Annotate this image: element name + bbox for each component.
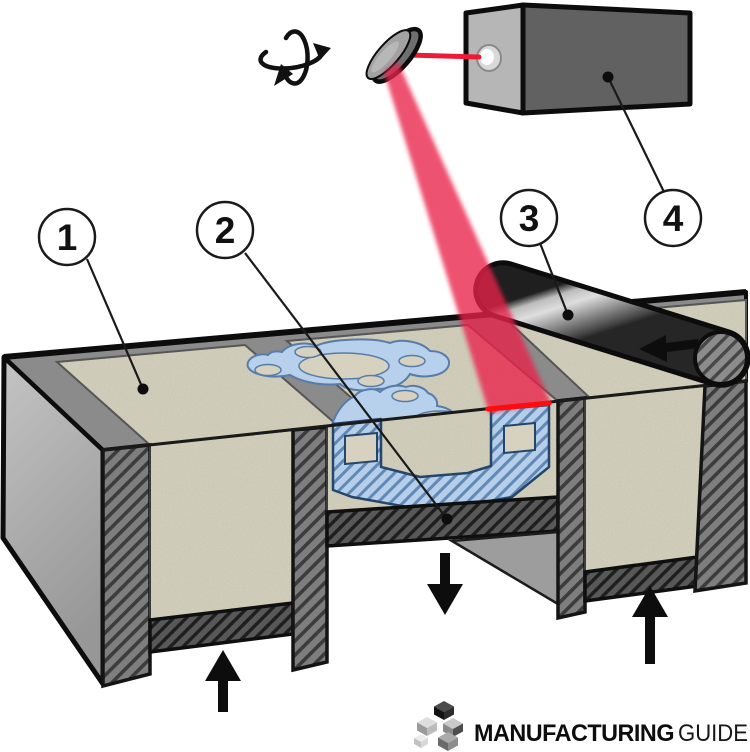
callout-number-1: 1: [57, 217, 78, 258]
callout-number-3: 3: [519, 198, 540, 239]
callout-number-4: 4: [663, 198, 684, 239]
leader-line-3: [538, 242, 570, 316]
callout-circle-1: [37, 207, 97, 267]
powder-cross-section: [584, 384, 706, 574]
powder-supply-bed-left: [101, 425, 329, 689]
callout-circle-4: [643, 188, 703, 248]
leader-dot-4: [602, 71, 614, 83]
brand-wordmark: MANUFACTURING GUIDE: [474, 720, 748, 747]
laser-aperture-lens: [480, 49, 494, 65]
wall-cross-section: [101, 443, 152, 689]
leader-line-4: [607, 76, 665, 193]
leader-dot-1: [137, 383, 149, 395]
part-pocket: [503, 421, 536, 455]
wall-cross-section: [693, 379, 748, 594]
laser-beam-horizontal: [405, 52, 482, 60]
laser-beam-cone: [384, 62, 551, 413]
sintered-layer-top-view: [246, 338, 554, 433]
callouts: 1 2 3 4: [37, 71, 703, 525]
left-piston-up-arrow-icon: [205, 650, 241, 712]
callout-circle-3: [499, 188, 559, 248]
sinter-line: [485, 400, 552, 412]
powder-cross-section: [149, 428, 294, 622]
deck-front-edge: [102, 379, 747, 452]
right-piston-up-arrow-icon: [632, 586, 668, 664]
callout-number-2: 2: [215, 210, 236, 251]
rotation-axis-icon: [258, 29, 331, 86]
wall-cross-section: [556, 396, 587, 621]
brand-word-primary: MANUFACTURING: [474, 720, 674, 747]
wall-cross-section: [291, 425, 329, 673]
leader-line-2: [244, 252, 448, 520]
laser-unit: [463, 2, 693, 116]
cube-cluster-icon: [414, 701, 463, 751]
leader-dot-3: [562, 309, 574, 321]
brand-word-secondary: GUIDE: [678, 720, 748, 747]
scanning-mirror: [365, 26, 423, 84]
powder-supply-bed-right: [556, 379, 748, 621]
callout-circle-2: [195, 200, 255, 260]
leader-dot-2: [441, 513, 453, 525]
platform-support: [448, 530, 560, 607]
leader-line-1: [85, 258, 145, 390]
build-piston-down-arrow-icon: [427, 553, 463, 615]
roller-direction-left-arrow-icon: [639, 335, 699, 362]
laser-unit-front-face: [520, 2, 693, 116]
part-pocket: [344, 431, 378, 466]
brand-logo: MANUFACTURING GUIDE: [414, 701, 748, 751]
